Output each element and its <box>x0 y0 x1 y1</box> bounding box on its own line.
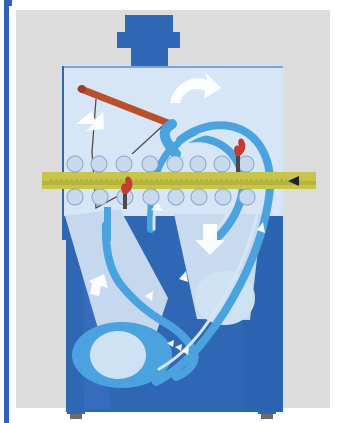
top-left-frame-corner <box>4 0 12 6</box>
left-frame-bar <box>4 0 9 423</box>
foot-right-base <box>261 414 273 419</box>
blower-fan-left <box>90 331 146 379</box>
handle-pivot <box>78 85 86 93</box>
exhaust-outlet-top <box>125 15 173 33</box>
roller-bar-shadow <box>42 181 316 185</box>
vertical-duct-stub <box>104 207 111 241</box>
foot-left-base <box>70 414 82 419</box>
exhaust-neck <box>131 48 168 66</box>
foot-right <box>258 410 276 414</box>
exhaust-outlet-base <box>117 32 180 48</box>
roller-bar <box>42 172 316 189</box>
foot-left <box>67 410 85 414</box>
